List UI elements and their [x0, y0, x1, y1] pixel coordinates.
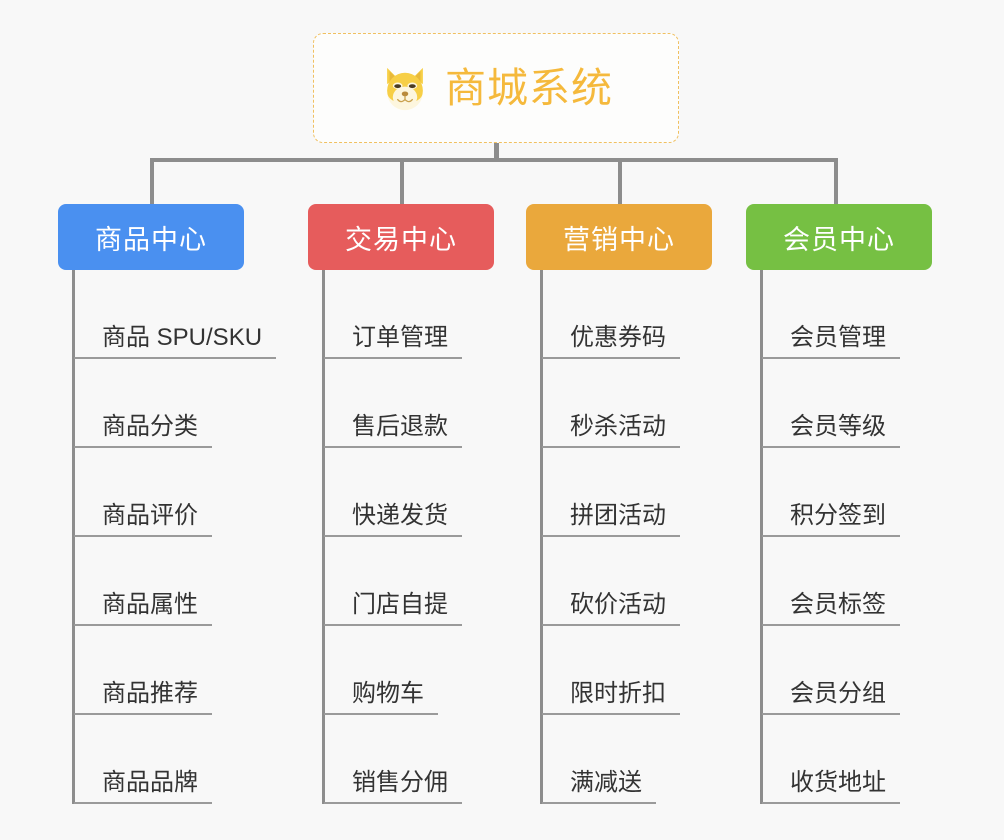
leaf-label: 商品分类 — [102, 412, 198, 440]
leaf-label: 会员标签 — [790, 590, 886, 618]
branch-header-label: 商品中心 — [95, 224, 207, 255]
leaf-item[interactable]: 购物车 — [324, 626, 534, 715]
leaf-list-trade-center: 订单管理 售后退款 快递发货 门店自提 购物车 销售分佣 — [308, 270, 534, 804]
leaf-item[interactable]: 会员管理 — [762, 270, 972, 359]
shiba-dog-face-icon — [387, 67, 423, 111]
leaf-list-product-center: 商品 SPU/SKU 商品分类 商品评价 商品属性 商品推荐 商品品牌 — [58, 270, 316, 804]
leaf-label: 收货地址 — [790, 768, 886, 796]
branch-header-label: 会员中心 — [783, 224, 895, 255]
branch-header-marketing-center[interactable]: 营销中心 — [526, 204, 712, 270]
leaf-item[interactable]: 收货地址 — [762, 715, 972, 804]
leaf-label: 满减送 — [570, 768, 642, 796]
leaf-item[interactable]: 销售分佣 — [324, 715, 534, 804]
leaf-label: 会员等级 — [790, 412, 886, 440]
leaf-item[interactable]: 会员标签 — [762, 537, 972, 626]
leaf-label: 砍价活动 — [570, 590, 666, 618]
leaf-label: 购物车 — [352, 679, 424, 707]
leaf-item[interactable]: 会员等级 — [762, 359, 972, 448]
leaf-label: 商品评价 — [102, 501, 198, 529]
leaf-list-marketing-center: 优惠券码 秒杀活动 拼团活动 砍价活动 限时折扣 满减送 — [526, 270, 752, 804]
leaf-item[interactable]: 商品 SPU/SKU — [74, 270, 316, 359]
leaf-label: 会员管理 — [790, 323, 886, 351]
branch-spine — [760, 270, 763, 804]
connector-root-stem — [494, 143, 499, 161]
branch-trade-center: 交易中心 订单管理 售后退款 快递发货 门店自提 购物车 销售分佣 — [308, 204, 534, 804]
connector-drop-product-center — [150, 158, 154, 206]
leaf-label: 门店自提 — [352, 590, 448, 618]
leaf-item[interactable]: 订单管理 — [324, 270, 534, 359]
leaf-label: 限时折扣 — [570, 679, 666, 707]
leaf-item[interactable]: 优惠券码 — [542, 270, 752, 359]
leaf-label: 商品推荐 — [102, 679, 198, 707]
leaf-item[interactable]: 积分签到 — [762, 448, 972, 537]
leaf-label: 优惠券码 — [570, 323, 666, 351]
leaf-item[interactable]: 满减送 — [542, 715, 752, 804]
leaf-label: 订单管理 — [352, 323, 448, 351]
branch-header-label: 交易中心 — [345, 224, 457, 255]
branch-spine — [72, 270, 75, 804]
connector-drop-member-center — [834, 158, 838, 206]
connector-horizontal-bus — [150, 158, 838, 162]
leaf-label: 销售分佣 — [352, 768, 448, 796]
root-node-title: 商城系统 — [445, 64, 613, 111]
leaf-item[interactable]: 秒杀活动 — [542, 359, 752, 448]
root-node-mall-system[interactable]: 商城系统 — [313, 33, 679, 143]
branch-marketing-center: 营销中心 优惠券码 秒杀活动 拼团活动 砍价活动 限时折扣 满减送 — [526, 204, 752, 804]
leaf-item[interactable]: 限时折扣 — [542, 626, 752, 715]
leaf-label: 积分签到 — [790, 501, 886, 529]
leaf-label: 快递发货 — [352, 501, 448, 529]
branch-spine — [322, 270, 325, 804]
branch-header-product-center[interactable]: 商品中心 — [58, 204, 244, 270]
branch-spine — [540, 270, 543, 804]
leaf-label: 拼团活动 — [570, 501, 666, 529]
leaf-item[interactable]: 门店自提 — [324, 537, 534, 626]
leaf-item[interactable]: 售后退款 — [324, 359, 534, 448]
leaf-item[interactable]: 商品分类 — [74, 359, 316, 448]
leaf-label: 秒杀活动 — [570, 412, 666, 440]
leaf-item[interactable]: 拼团活动 — [542, 448, 752, 537]
leaf-item[interactable]: 商品属性 — [74, 537, 316, 626]
leaf-label: 会员分组 — [790, 679, 886, 707]
leaf-item[interactable]: 砍价活动 — [542, 537, 752, 626]
connector-drop-trade-center — [400, 158, 404, 206]
branch-product-center: 商品中心 商品 SPU/SKU 商品分类 商品评价 商品属性 商品推荐 商品品牌 — [58, 204, 316, 804]
leaf-label: 售后退款 — [352, 412, 448, 440]
branch-header-trade-center[interactable]: 交易中心 — [308, 204, 494, 270]
leaf-item[interactable]: 商品评价 — [74, 448, 316, 537]
leaf-item[interactable]: 会员分组 — [762, 626, 972, 715]
connector-drop-marketing-center — [618, 158, 622, 206]
branch-header-member-center[interactable]: 会员中心 — [746, 204, 932, 270]
branch-header-label: 营销中心 — [563, 224, 675, 255]
leaf-label: 商品 SPU/SKU — [102, 323, 263, 351]
branch-member-center: 会员中心 会员管理 会员等级 积分签到 会员标签 会员分组 收货地址 — [746, 204, 972, 804]
leaf-item[interactable]: 商品推荐 — [74, 626, 316, 715]
leaf-item[interactable]: 快递发货 — [324, 448, 534, 537]
leaf-item[interactable]: 商品品牌 — [74, 715, 316, 804]
leaf-label: 商品品牌 — [102, 768, 198, 796]
leaf-label: 商品属性 — [102, 590, 198, 618]
leaf-list-member-center: 会员管理 会员等级 积分签到 会员标签 会员分组 收货地址 — [746, 270, 972, 804]
